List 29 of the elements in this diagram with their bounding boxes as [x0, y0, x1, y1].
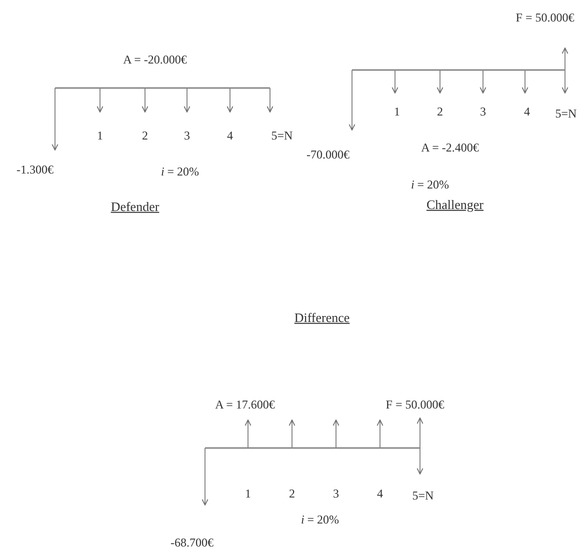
cash-flow-label: 1 [394, 105, 400, 119]
cash-flow-label: A = -2.400€ [421, 141, 479, 155]
panel-label: Defender [110, 200, 160, 214]
cash-flow-label: F = 50.000€ [386, 398, 444, 412]
cash-flow-label: 4 [524, 105, 530, 119]
cash-flow-label: 3 [333, 487, 339, 501]
cash-flow-label: 1 [97, 129, 103, 143]
cash-flow-label: A = 17.600€ [215, 398, 275, 412]
cash-flow-label: 2 [289, 487, 295, 501]
cash-flow-label: 5=N [271, 129, 293, 143]
panel-label: Challenger [426, 198, 484, 212]
cash-flow-label: A = -20.000€ [123, 53, 187, 67]
cash-flow-label: 2 [437, 105, 443, 119]
cash-flow-label: 4 [227, 129, 233, 143]
cash-flow-label: 2 [142, 129, 148, 143]
cash-flow-label: i = 20% [160, 165, 200, 179]
cash-flow-label: 5=N [555, 107, 577, 121]
cash-flow-label: 1 [245, 487, 251, 501]
cash-flow-label: 4 [377, 487, 383, 501]
cash-flow-label: -68.700€ [170, 536, 214, 550]
cash-flow-label: 3 [184, 129, 190, 143]
cash-flow-label: 3 [480, 105, 486, 119]
cash-flow-label: -1.300€ [16, 163, 54, 177]
cash-flow-label: i = 20% [410, 178, 450, 192]
cash-flow-label: F = 50.000€ [516, 11, 574, 25]
cash-flow-label: 5=N [412, 489, 434, 503]
cash-flow-label: i = 20% [300, 513, 340, 527]
cash-flow-label: -70.000€ [306, 148, 350, 162]
panel-label: Difference [294, 310, 350, 326]
